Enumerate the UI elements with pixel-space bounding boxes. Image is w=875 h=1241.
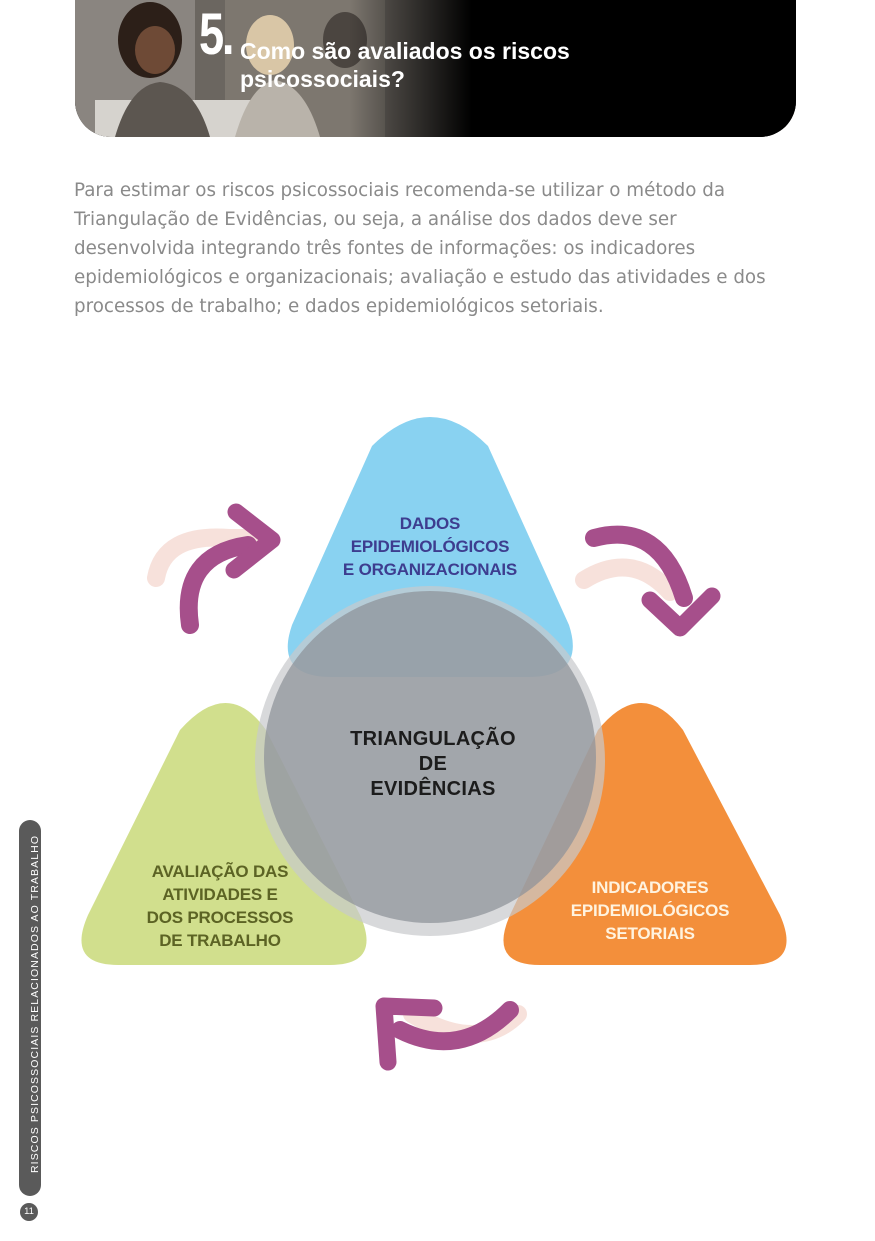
side-tab [19,820,41,1196]
intro-paragraph: Para estimar os riscos psicossociais rec… [74,180,766,317]
section-number: 5. [199,2,234,67]
label-dados-epidemiologicos: DADOS EPIDEMIOLÓGICOS E ORGANIZACIONAIS [342,514,518,579]
side-tab-text: RISCOS PSICOSSOCIAIS RELACIONADOS AO TRA… [29,834,41,1173]
label-triangulacao: TRIANGULAÇÃO DE EVIDÊNCIAS [350,728,516,800]
page-title: Como são avaliados os riscos psicossocia… [240,38,570,92]
label-avaliacao-atividades: AVALIAÇÃO DAS ATIVIDADES E DOS PROCESSOS… [146,862,294,950]
arrow-top-left [147,503,281,634]
header-banner: 5. Como são avaliados os riscos psicosso… [75,0,796,137]
arrow-bottom [375,997,527,1071]
label-indicadores-setoriais: INDICADORES EPIDEMIOLÓGICOS SETORIAIS [570,878,730,943]
header-photo [75,0,796,137]
center-circle [264,591,596,923]
arrow-top-right [575,525,721,637]
triangle-left [81,703,367,965]
triangle-right [503,703,787,965]
page-number: 11 [20,1203,38,1221]
